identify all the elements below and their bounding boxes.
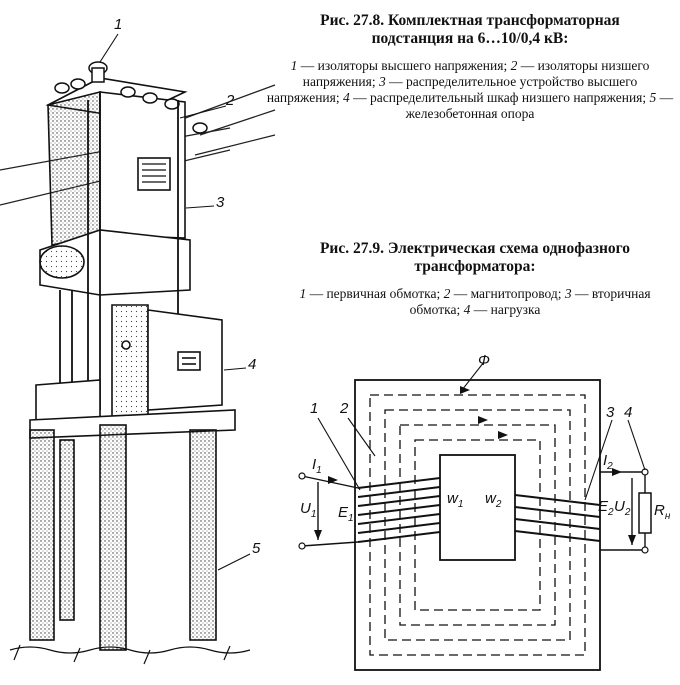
concrete-poles xyxy=(29,424,217,651)
e2-subscript: 2 xyxy=(608,507,614,518)
fig2-caption: Рис. 27.9. Электрическая схема однофазно… xyxy=(280,240,670,318)
fig1-label-4: 4 xyxy=(248,356,257,373)
fig1-title-line1: Рис. 27.8. Комплектная трансформаторная xyxy=(320,12,620,29)
fig1-legend-num-2: 2 xyxy=(510,58,518,73)
u2-symbol: U xyxy=(614,498,625,515)
i2-arrow xyxy=(612,468,622,476)
w2-symbol: w xyxy=(485,490,496,507)
primary-winding xyxy=(357,477,441,543)
leader-lines xyxy=(99,33,251,571)
u2-arrow xyxy=(628,535,636,545)
fig1-legend-num-4: 4 xyxy=(342,90,350,105)
fig1-legend-text-2: — изоляторы низшего напряжения; xyxy=(302,58,650,89)
label-u2: U2 xyxy=(614,498,630,518)
label-n2: 2 xyxy=(340,400,349,417)
w2-subscript: 2 xyxy=(495,499,502,510)
w1-subscript: 1 xyxy=(457,499,464,510)
u1-arrow xyxy=(314,530,322,540)
label-i2: I2 xyxy=(603,452,613,472)
label-n4: 4 xyxy=(624,404,633,421)
flux-lines xyxy=(369,394,586,656)
rn-subscript: н xyxy=(664,511,671,522)
load-resistor xyxy=(638,492,652,534)
fig1-legend-text-4: — распределительный шкаф низшего напряже… xyxy=(349,90,650,105)
u1-symbol: U xyxy=(300,500,311,517)
transformer-tank xyxy=(39,229,191,296)
fig1-label-5: 5 xyxy=(252,540,261,557)
ground xyxy=(9,644,251,665)
fig1-legend-num-3: 3 xyxy=(378,74,386,89)
w1-symbol: w xyxy=(447,490,458,507)
fig2-legend-num-1: 1 xyxy=(299,286,307,301)
label-e2: E2 xyxy=(598,498,614,518)
terminals xyxy=(298,468,649,554)
label-n1: 1 xyxy=(310,400,319,417)
fig1-title-line2: подстанция на 6…10/0,4 кВ: xyxy=(371,30,569,47)
e1-symbol: E xyxy=(338,504,349,521)
platform xyxy=(29,379,236,439)
label-rn: Rн xyxy=(654,502,670,522)
i2-symbol: I xyxy=(603,452,608,469)
fig2-legend-text-2: — магнитопровод; xyxy=(450,286,565,301)
flux-label: Ф xyxy=(478,352,490,369)
label-n3: 3 xyxy=(606,404,615,421)
i1-arrow xyxy=(328,476,338,484)
rn-symbol: R xyxy=(654,502,665,519)
label-e1: E1 xyxy=(338,504,354,524)
insulators xyxy=(54,61,208,134)
i1-symbol: I xyxy=(312,456,317,473)
fig1-legend-num-1: 1 xyxy=(290,58,298,73)
label-u1: U1 xyxy=(300,500,316,520)
e2-symbol: E xyxy=(598,498,609,515)
frame xyxy=(59,92,179,410)
fig1-legend-text-3: — распределительное устройство высшего н… xyxy=(266,74,638,105)
u2-subscript: 2 xyxy=(624,507,631,518)
label-w2: w2 xyxy=(485,490,501,510)
fig2-title-line2: трансформатора: xyxy=(414,258,536,275)
fig1-legend-num-5: 5 xyxy=(649,90,657,105)
fig2-legend-num-3: 3 xyxy=(564,286,572,301)
fig1-label-1: 1 xyxy=(114,16,123,33)
fig2-title-line1: Рис. 27.9. Электрическая схема однофазно… xyxy=(319,240,631,257)
i2-subscript: 2 xyxy=(607,461,613,472)
fig2-legend-text-4: — нагрузка xyxy=(470,302,541,317)
fig1-label-2: 2 xyxy=(226,92,235,109)
fig1-legend-text-5: — железобетонная опора xyxy=(405,90,674,121)
secondary-winding xyxy=(514,494,601,542)
e1-subscript: 1 xyxy=(348,513,354,524)
flux-arrows xyxy=(460,386,508,439)
fig2-legend: 1 — первичная обмотка; 2 — магнитопровод… xyxy=(280,286,670,318)
fig2-legend-num-2: 2 xyxy=(443,286,451,301)
schematic-leaders xyxy=(317,361,646,501)
fig2-legend-text-1: — первичная обмотка; xyxy=(306,286,444,301)
u1-subscript: 1 xyxy=(310,509,317,520)
fig2-legend-num-4: 4 xyxy=(463,302,471,317)
fig1-legend-text-1: — изоляторы высшего напряжения; xyxy=(297,58,511,73)
fig1-legend: 1 — изоляторы высшего напряжения; 2 — из… xyxy=(265,58,675,122)
label-w1: w1 xyxy=(447,490,463,510)
fig2-legend-text-3: — вторичная обмотка; xyxy=(409,286,651,317)
fig1-caption: Рис. 27.8. Комплектная трансформаторная … xyxy=(265,12,675,122)
label-i1: I1 xyxy=(312,456,322,476)
i1-subscript: 1 xyxy=(316,465,322,476)
fig1-label-3: 3 xyxy=(216,194,225,211)
lv-cabinet xyxy=(111,304,223,421)
